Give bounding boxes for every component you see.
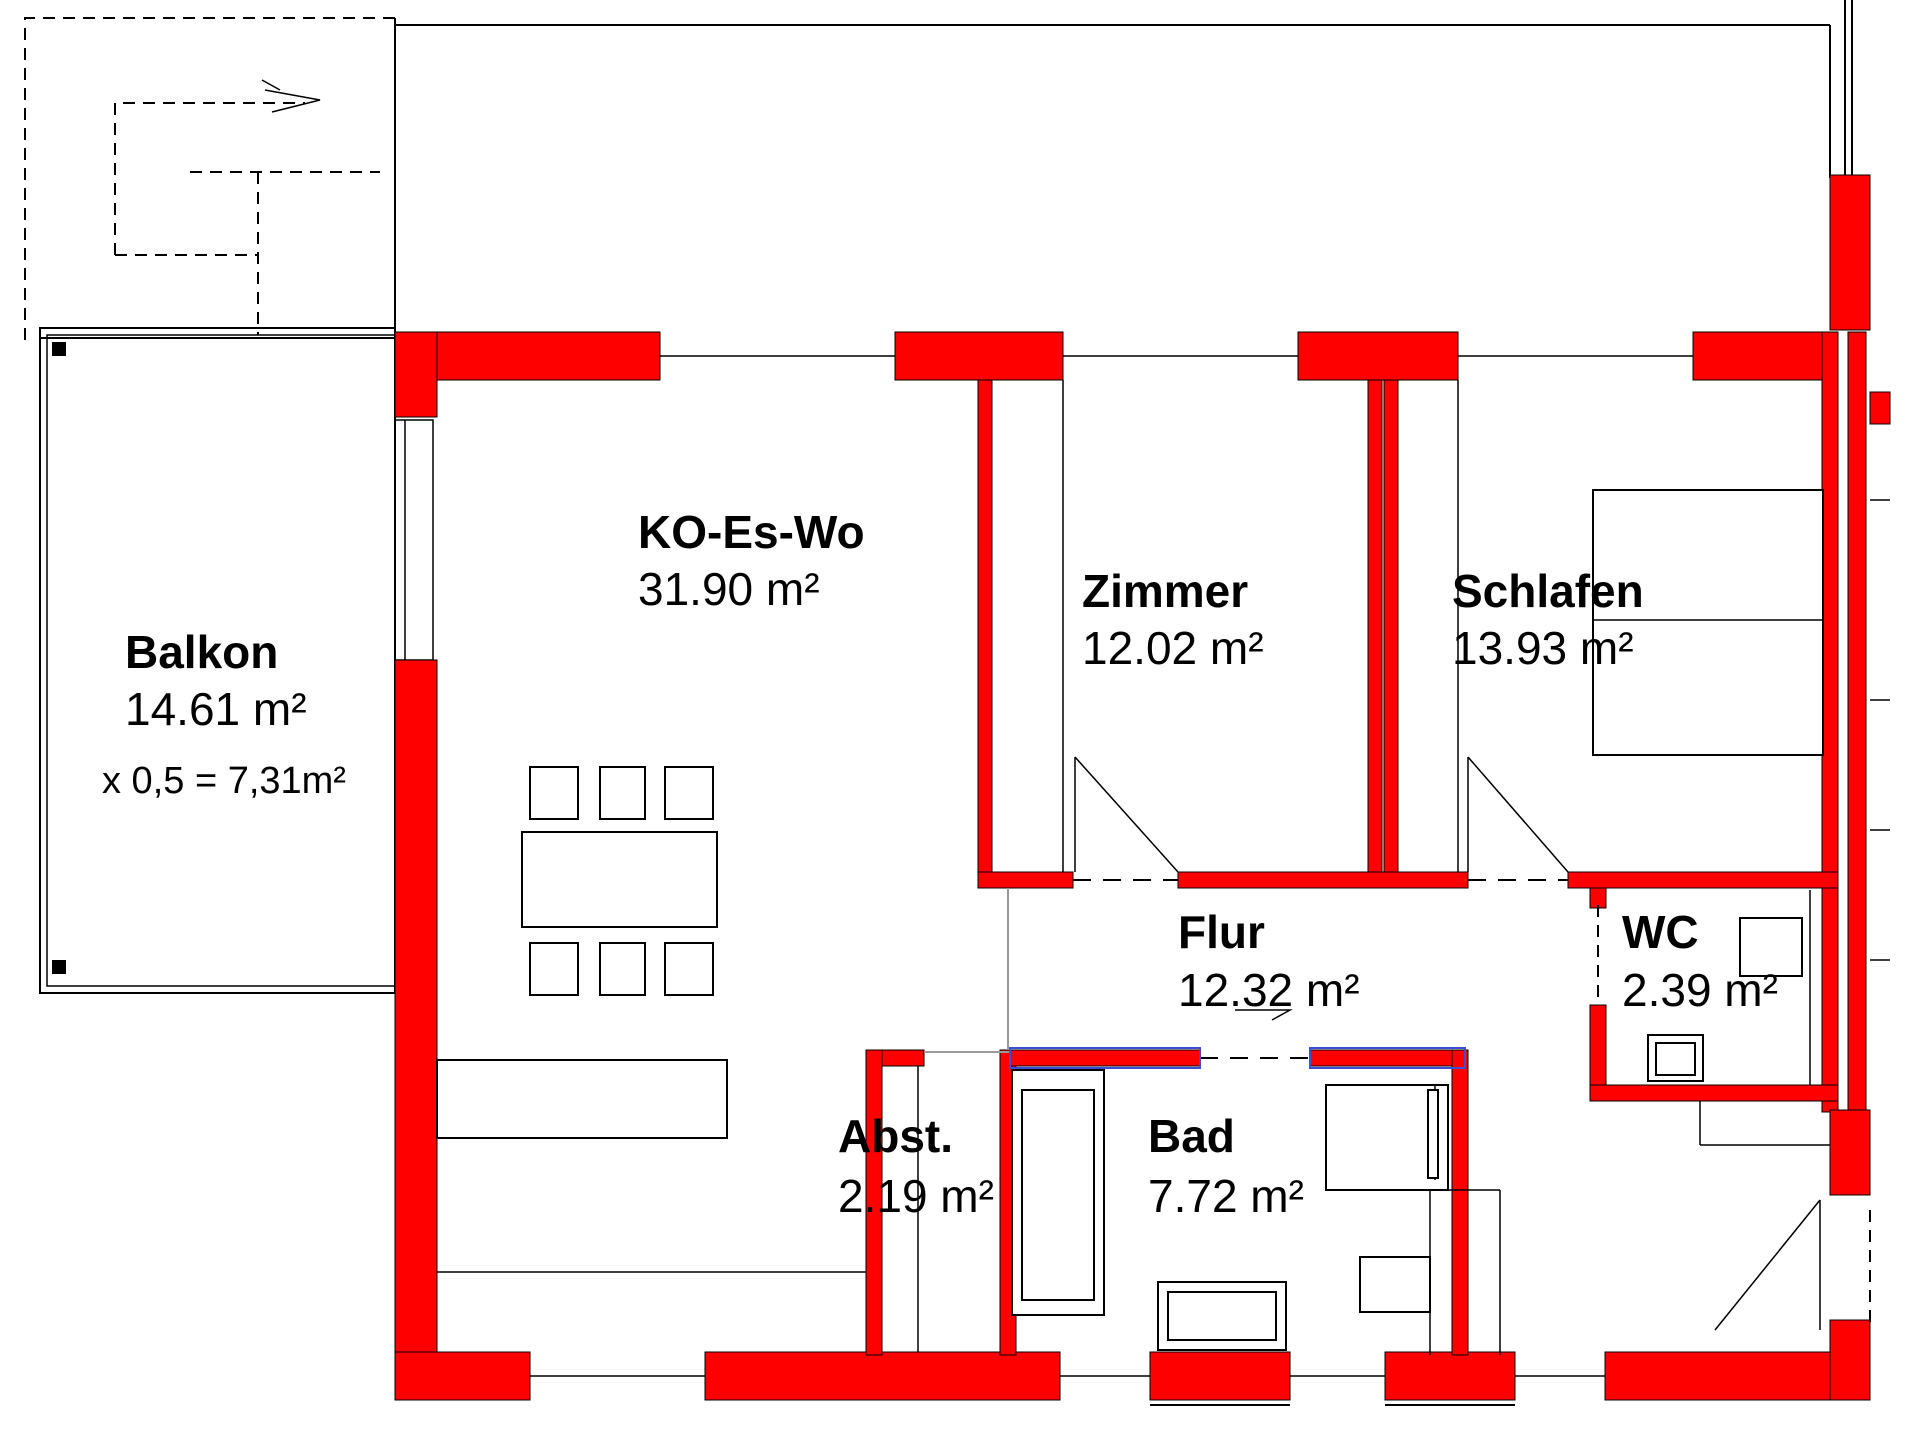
door-swings bbox=[1073, 756, 1871, 1331]
room-name: Zimmer bbox=[1082, 565, 1248, 617]
room-name: Schlafen bbox=[1452, 565, 1644, 617]
window-lines bbox=[437, 355, 1890, 1406]
room-name: Bad bbox=[1148, 1110, 1235, 1162]
room-flur: Flur 12.32 m² bbox=[1178, 906, 1360, 1016]
room-name: Flur bbox=[1178, 906, 1265, 958]
room-area: 13.93 m² bbox=[1452, 622, 1634, 674]
room-note: x 0,5 = 7,31m² bbox=[102, 760, 346, 802]
room-area: 31.90 m² bbox=[638, 563, 820, 615]
room-area: 2.39 m² bbox=[1622, 964, 1778, 1016]
room-zimmer: Zimmer 12.02 m² bbox=[1082, 565, 1264, 674]
room-area: 2.19 m² bbox=[838, 1170, 994, 1222]
room-name: WC bbox=[1622, 906, 1699, 958]
wc-fixtures bbox=[1647, 917, 1803, 1082]
room-abst: Abst. 2.19 m² bbox=[838, 1110, 994, 1222]
room-area: 14.61 m² bbox=[125, 683, 307, 735]
room-name: KO-Es-Wo bbox=[638, 506, 865, 558]
room-kochen: KO-Es-Wo 31.90 m² bbox=[638, 506, 865, 615]
terrace-outline bbox=[24, 0, 1853, 340]
room-name: Balkon bbox=[125, 626, 278, 678]
walls bbox=[394, 174, 1891, 1401]
room-wc: WC 2.39 m² bbox=[1622, 906, 1778, 1016]
bad-fixtures bbox=[1011, 1069, 1501, 1355]
room-bad: Bad 7.72 m² bbox=[1148, 1110, 1304, 1222]
kitchen-counter bbox=[436, 1059, 728, 1139]
room-area: 7.72 m² bbox=[1148, 1170, 1304, 1222]
dining-table bbox=[521, 766, 718, 996]
room-name: Abst. bbox=[838, 1110, 953, 1162]
room-area: 12.02 m² bbox=[1082, 622, 1264, 674]
room-balkon: Balkon 14.61 m² x 0,5 = 7,31m² bbox=[102, 626, 346, 802]
room-area: 12.32 m² bbox=[1178, 964, 1360, 1016]
bed bbox=[1592, 489, 1824, 756]
room-schlafen: Schlafen 13.93 m² bbox=[1452, 565, 1644, 674]
bad-wall-highlight bbox=[1009, 1047, 1466, 1069]
